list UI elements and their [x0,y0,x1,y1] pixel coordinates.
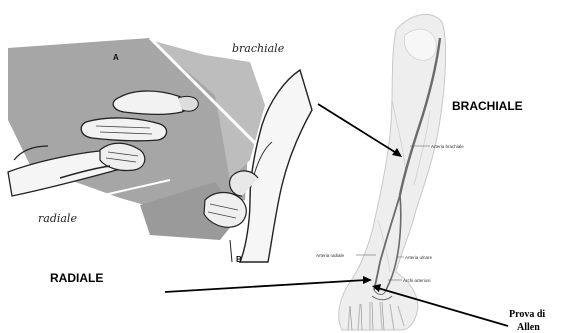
pulse-sketch-illustration: brachiale radiale A B [8,38,312,264]
sketch-letter-a: A [113,53,119,62]
label-prova-di-allen-line1: Prova di [509,309,545,320]
label-prova-di-allen-line2: Allen [517,322,540,333]
sketch-letter-b: B [236,255,242,264]
label-arteria-brachiale: Arteria brachiale [431,144,464,149]
sketch-label-radiale: radiale [38,212,77,225]
label-brachiale: BRACHIALE [452,99,523,113]
sketch-label-brachiale: brachiale [232,42,285,55]
label-arteria-ulnare: Arteria ulnare [405,255,433,260]
arm-anatomy-illustration: Arteria brachiale Arteria radiale Arteri… [316,14,464,330]
label-radiale: RADIALE [50,271,103,285]
arrow-radiale [165,280,366,292]
arrow-brachiale [318,104,398,154]
label-arteria-radiale: Arteria radiale [316,253,345,258]
label-archi-arteriosi: Archi arteriosi [403,278,431,283]
